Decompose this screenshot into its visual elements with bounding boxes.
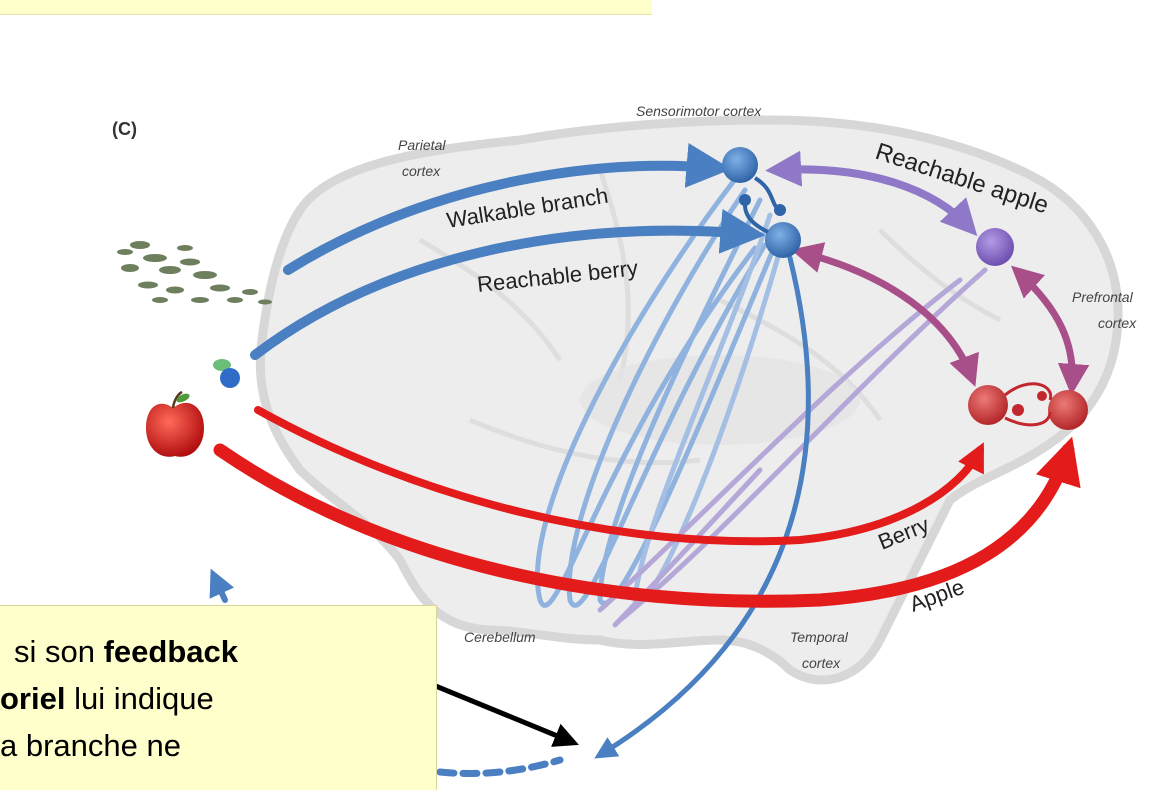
panel-label: (C) xyxy=(112,119,137,139)
berry-motor-link-arrow xyxy=(790,242,979,387)
sensorimotor-label: Sensorimotor cortex xyxy=(636,103,762,119)
branch-leaves-image xyxy=(117,241,272,305)
sensorimotor-neurons xyxy=(722,147,801,258)
apple-icon xyxy=(146,390,204,457)
dashed-motion-path xyxy=(436,756,564,777)
prefrontal-red-neurons xyxy=(968,382,1088,430)
temporal-label-2: cortex xyxy=(802,655,841,671)
top-callout-box xyxy=(0,0,652,15)
callout-line-2: oriel lui indique xyxy=(0,681,214,716)
red-pathway-arrows xyxy=(213,406,1081,608)
temporal-label-1: Temporal xyxy=(790,629,849,645)
callout-line-3: a branche ne xyxy=(0,728,181,763)
apple-prefrontal-link-arrow xyxy=(1010,265,1090,396)
walking-feedback-arrow xyxy=(209,568,235,603)
berry-arrow xyxy=(254,406,984,546)
parietal-label-2: cortex xyxy=(402,163,441,179)
apple-arrow xyxy=(213,436,1081,608)
reachable-berry-arrow xyxy=(250,208,766,360)
prefrontal-apple-neuron xyxy=(976,228,1014,266)
callout-box: si son feedback oriel lui indique a bran… xyxy=(0,605,437,790)
parietal-label-1: Parietal xyxy=(398,137,446,153)
cerebellum-label: Cerebellum xyxy=(464,629,536,645)
purple-pathway-arrows xyxy=(765,150,1090,396)
prefrontal-label-1: Prefrontal xyxy=(1072,289,1134,305)
callout-line-1: si son feedback xyxy=(14,634,239,669)
walkable-branch-arrow xyxy=(283,143,732,275)
berry-icon xyxy=(213,359,240,388)
prefrontal-label-2: cortex xyxy=(1098,315,1137,331)
reachable-apple-arrow xyxy=(765,150,978,236)
